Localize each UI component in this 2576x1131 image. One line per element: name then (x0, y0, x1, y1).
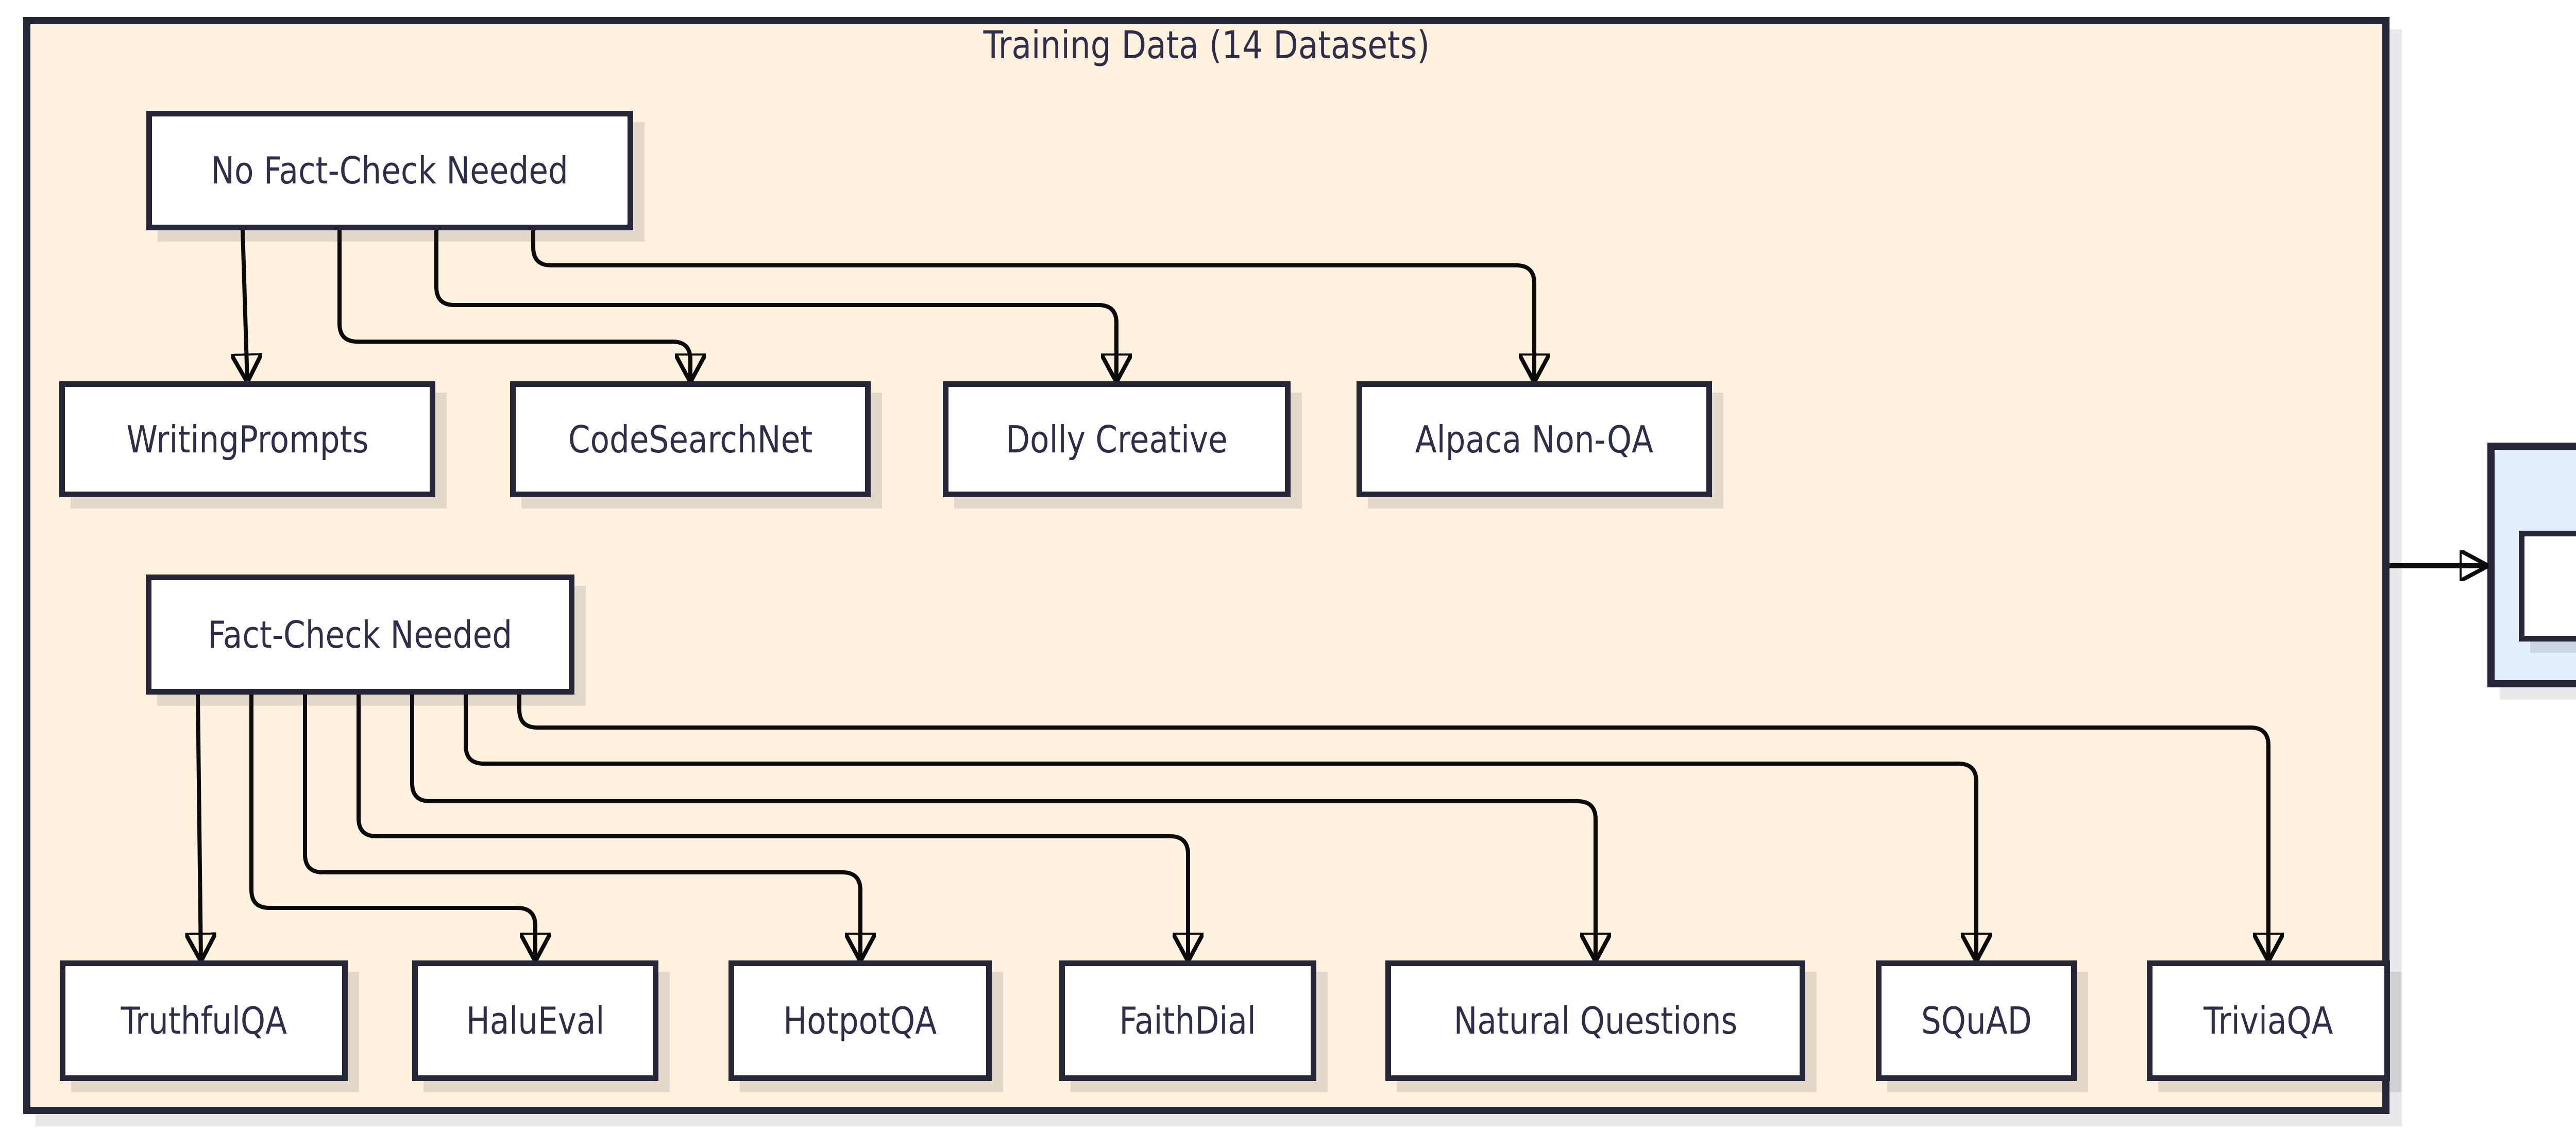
node-no-fact-check-needed-label: No Fact-Check Needed (211, 149, 569, 192)
node-faithdial: FaithDial (1059, 960, 1316, 1081)
node-codesearchnet: CodeSearchNet (510, 381, 871, 497)
node-truthfulqa-label: TruthfulQA (121, 999, 287, 1042)
node-no-fact-check-needed: No Fact-Check Needed (146, 111, 633, 230)
node-alpaca-non-qa: Alpaca Non-QA (1357, 381, 1712, 497)
node-natural-questions: Natural Questions (1385, 960, 1805, 1081)
node-triviaqa-label: TriviaQA (2204, 999, 2333, 1042)
node-fact-check-needed: Fact-Check Needed (146, 575, 574, 695)
node-dolly-creative-label: Dolly Creative (1006, 417, 1228, 461)
node-halueval-label: HaluEval (466, 999, 605, 1042)
node-alpaca-non-qa-label: Alpaca Non-QA (1415, 417, 1654, 461)
node-natural-questions-label: Natural Questions (1453, 999, 1737, 1042)
node-writingprompts: WritingPrompts (59, 381, 435, 497)
node-halueval: HaluEval (412, 960, 658, 1081)
node-hotpotqa-label: HotpotQA (783, 999, 937, 1042)
node-faithdial-label: FaithDial (1119, 999, 1257, 1042)
node-hotpotqa: HotpotQA (728, 960, 992, 1081)
training-data-title-text: Training Data (14 Datasets) (983, 23, 1430, 67)
node-squad-label: SQuAD (1921, 999, 2032, 1042)
halugate-sentinel-title: HaluGate Sentinel (2487, 452, 2576, 490)
node-triviaqa: TriviaQA (2147, 960, 2390, 1081)
node-codesearchnet-label: CodeSearchNet (568, 417, 813, 461)
node-truthfulqa: TruthfulQA (60, 960, 348, 1081)
node-modernbert-base: ModernBERT Base (2519, 531, 2576, 642)
node-writingprompts-label: WritingPrompts (126, 417, 368, 461)
node-squad: SQuAD (1876, 960, 2077, 1081)
node-fact-check-needed-label: Fact-Check Needed (208, 613, 513, 656)
training-data-title: Training Data (14 Datasets) (23, 23, 2389, 67)
node-dolly-creative: Dolly Creative (943, 381, 1291, 497)
